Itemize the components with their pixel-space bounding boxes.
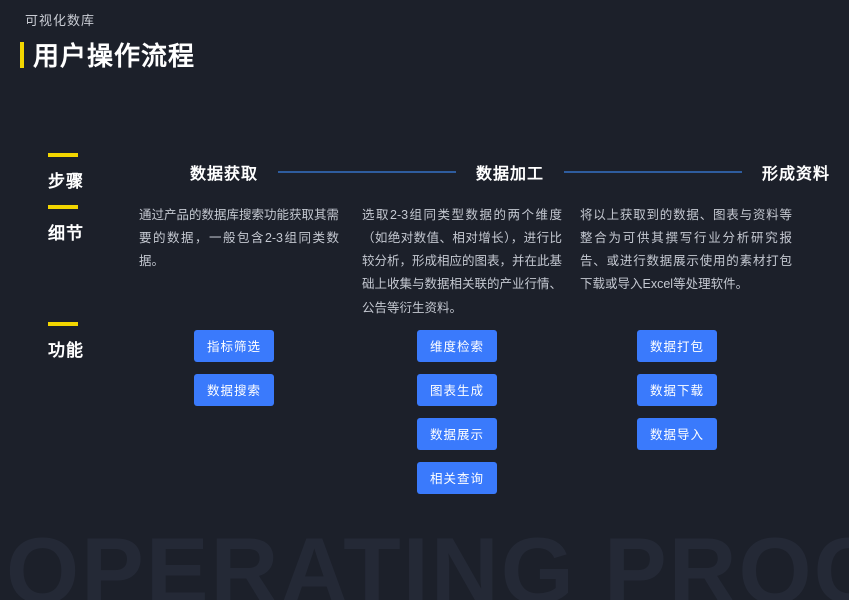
detail-text-0: 通过产品的数据库搜索功能获取其需要的数据，一般包含2-3组同类数据。: [139, 208, 340, 269]
row-label-steps: 步骤: [48, 153, 158, 192]
function-button-group-2: 数据打包数据下载数据导入: [637, 330, 718, 462]
header-subtitle: 可视化数库: [25, 13, 96, 28]
step-connector-line-0: [278, 171, 456, 173]
function-button[interactable]: 数据搜索: [194, 374, 275, 406]
yellow-dash-icon: [48, 205, 78, 209]
slide-header: 可视化数库 用户操作流程: [20, 10, 195, 73]
background-watermark-text: OPERATING PROCESS: [6, 518, 849, 600]
title-accent-bar-icon: [20, 41, 24, 68]
step-title-2: 形成资料: [762, 166, 831, 183]
row-label-functions: 功能: [48, 322, 158, 361]
yellow-dash-icon: [48, 322, 78, 326]
row-label-steps-text: 步骤: [48, 172, 84, 191]
detail-text-2: 将以上获取到的数据、图表与资料等整合为可供其撰写行业分析研究报告、或进行数据展示…: [580, 208, 792, 292]
function-button[interactable]: 数据打包: [637, 330, 718, 362]
function-button[interactable]: 数据展示: [417, 418, 498, 450]
function-button[interactable]: 数据下载: [637, 374, 718, 406]
function-button[interactable]: 数据导入: [637, 418, 718, 450]
row-label-details: 细节: [48, 205, 158, 244]
step-connector-line-1: [564, 171, 742, 173]
function-button[interactable]: 指标筛选: [194, 330, 275, 362]
page-title: 用户操作流程: [33, 41, 196, 71]
function-button-group-0: 指标筛选数据搜索: [194, 330, 275, 418]
function-button[interactable]: 图表生成: [417, 374, 498, 406]
row-label-functions-text: 功能: [48, 341, 84, 360]
step-title-1: 数据加工: [476, 166, 545, 183]
row-label-details-text: 细节: [48, 224, 84, 243]
step-title-0: 数据获取: [190, 166, 259, 183]
detail-text-1: 选取2-3组同类型数据的两个维度（如绝对数值、相对增长），进行比较分析，形成相应…: [362, 208, 563, 315]
header-title-row: 用户操作流程: [20, 36, 195, 73]
step-header-row: 数据获取 数据加工 形成资料: [190, 160, 830, 184]
function-button[interactable]: 维度检索: [417, 330, 498, 362]
yellow-dash-icon: [48, 153, 78, 157]
function-button-group-1: 维度检索图表生成数据展示相关查询: [417, 330, 498, 506]
function-button[interactable]: 相关查询: [417, 462, 498, 494]
